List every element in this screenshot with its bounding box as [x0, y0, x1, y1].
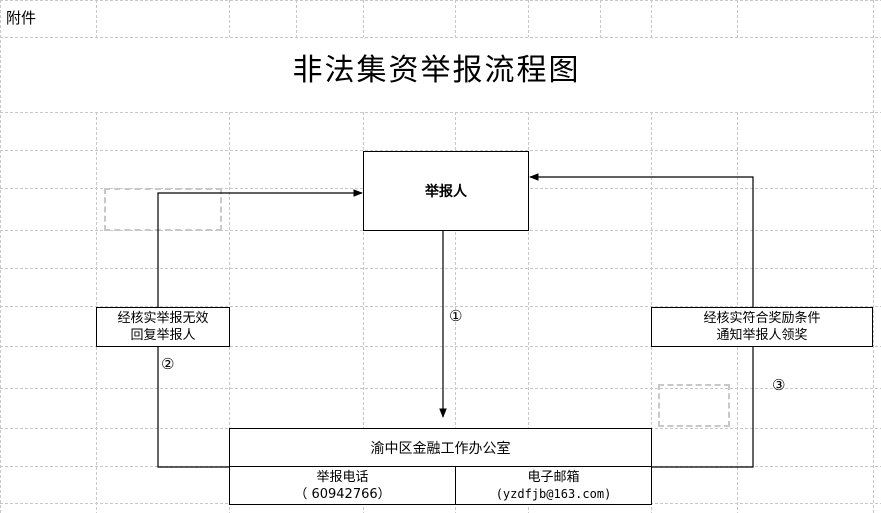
placeholder-box-right: [658, 384, 730, 427]
phone-number: （ 60942766）: [294, 486, 391, 502]
attachment-label: 附件: [6, 9, 37, 27]
step-two-marker: ②: [161, 355, 175, 373]
phone-label: 举报电话: [316, 469, 369, 485]
placeholder-box-left: [104, 188, 222, 231]
reward-box: 经核实符合奖励条件 通知举报人领奖: [651, 307, 873, 347]
email-cell: 电子邮箱 (yzdfjb@163.com): [455, 466, 652, 505]
step-one-marker: ①: [449, 307, 463, 325]
office-label: 渝中区金融工作办公室: [370, 440, 511, 457]
invalid-line-2: 回复举报人: [130, 328, 196, 343]
step-three-marker: ③: [772, 376, 786, 394]
email-address: (yzdfjb@163.com): [495, 486, 612, 501]
email-label: 电子邮箱: [527, 469, 580, 485]
reward-line-2: 通知举报人领奖: [716, 328, 808, 343]
arrow-reward-to-reporter: [529, 173, 754, 307]
invalid-line-1: 经核实举报无效: [117, 311, 209, 326]
connector-office-to-invalid: [157, 346, 229, 468]
reporter-label: 举报人: [425, 184, 467, 200]
page-title: 非法集资举报流程图: [292, 53, 581, 88]
reward-line-1: 经核实符合奖励条件: [703, 311, 821, 326]
arrow-invalid-to-reporter: [157, 189, 363, 307]
connector-office-to-reward: [651, 346, 754, 468]
invalid-report-box: 经核实举报无效 回复举报人: [96, 307, 230, 347]
phone-cell: 举报电话 （ 60942766）: [229, 466, 456, 505]
office-box: 渝中区金融工作办公室: [229, 428, 652, 467]
reporter-box: 举报人: [363, 151, 529, 231]
